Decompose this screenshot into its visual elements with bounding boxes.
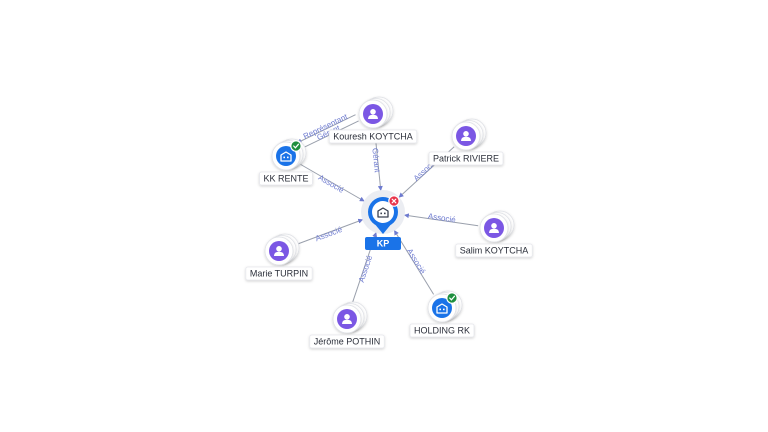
building-icon [377, 207, 389, 218]
node-label: KK RENTE [263, 173, 308, 183]
node-label-bg [428, 151, 504, 166]
node-label-bg [328, 129, 418, 144]
edge-label: Associé [314, 225, 344, 243]
node-salim[interactable]: Salim KOYTCHA [455, 210, 533, 258]
person-icon [274, 246, 284, 256]
edge-label: Gérant [370, 148, 382, 174]
edge-label: Associé [427, 212, 457, 225]
node-label: Jérôme POTHIN [314, 336, 381, 346]
node-label: HOLDING RK [414, 325, 470, 335]
node-label-bg [245, 266, 313, 281]
edge-line [296, 114, 356, 144]
node-label: Salim KOYTCHA [460, 245, 529, 255]
edge-salim-center-1: Associé [403, 212, 479, 227]
node-kouresh[interactable]: Kouresh KOYTCHA [328, 96, 418, 144]
node-label: Kouresh KOYTCHA [333, 131, 413, 141]
person-icon [368, 109, 378, 119]
center-label-bg [365, 237, 401, 250]
building-icon [280, 151, 292, 162]
edge-line [403, 213, 479, 227]
node-label-bg [309, 334, 385, 349]
center-label: KP [377, 238, 390, 248]
node-label-bg [409, 323, 475, 338]
person-icon [461, 131, 471, 141]
building-icon [436, 303, 448, 314]
edge-line [293, 218, 364, 246]
node-jerome[interactable]: Jérôme POTHIN [309, 301, 385, 349]
node-label: Marie TURPIN [250, 268, 308, 278]
closed-x-icon [388, 195, 400, 207]
center-node[interactable]: KP [361, 190, 405, 250]
node-label-bg [259, 171, 313, 186]
node-marie[interactable]: Marie TURPIN [245, 233, 313, 281]
node-label: Patrick RIVIERE [433, 153, 499, 163]
node-label-bg [455, 243, 533, 258]
node-kkrente[interactable]: KK RENTE [259, 138, 313, 186]
edge-label: Associé [317, 173, 346, 195]
edge-label: Associé [357, 254, 375, 284]
edge-marie-center-1: Associé [293, 218, 364, 246]
edge-line [394, 230, 435, 295]
edge-line [299, 163, 365, 202]
person-icon [489, 223, 499, 233]
node-holding[interactable]: HOLDING RK [409, 290, 475, 338]
verified-check-icon [290, 140, 302, 152]
person-icon [342, 314, 352, 324]
edge-label: Associé [405, 247, 428, 276]
verified-check-icon [446, 292, 458, 304]
node-patrick[interactable]: Patrick RIVIERE [428, 118, 504, 166]
